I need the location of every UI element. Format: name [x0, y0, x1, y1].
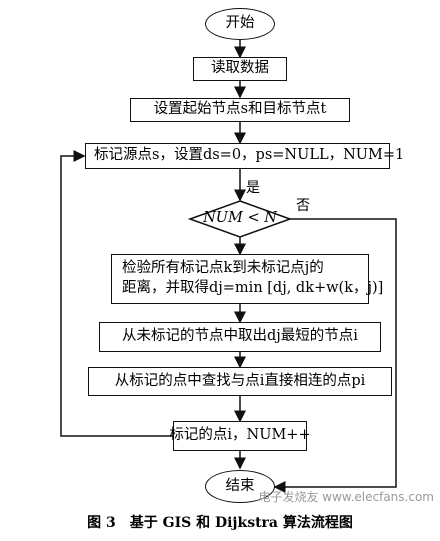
mark-source-box: 标记源点s，设置ds=0，ps=NULL，NUM=1: [85, 143, 404, 169]
check-distance-box: 检验所有标记点k到未标记点j的 距离，并取得dj=min [dj, dk+w(k…: [111, 254, 383, 304]
arrow-loop-back: [60, 150, 173, 437]
arrow-no-branch: [273, 218, 397, 493]
take-shortest-label: 从未标记的节点中取出dj最短的节点i: [122, 328, 358, 345]
start-terminal: 开始: [205, 8, 275, 40]
start-label: 开始: [225, 15, 255, 32]
check-line-2: 距离，并取得dj=min [dj, dk+w(k，j)]: [122, 280, 384, 296]
decision-diamond: [187, 200, 293, 238]
check-line-1: 检验所有标记点k到未标记点j的: [122, 260, 324, 277]
watermark: 电子发烧友 www.elecfans.com: [258, 490, 434, 504]
mark-point-box: 标记的点i，NUM++: [169, 421, 311, 451]
end-label: 结束: [225, 477, 255, 494]
end-terminal: 结束: [205, 470, 275, 503]
read-data-label: 读取数据: [211, 60, 269, 77]
read-data-box: 读取数据: [193, 57, 287, 81]
mark-source-label: 标记源点s，设置ds=0，ps=NULL，NUM=1: [94, 147, 405, 164]
set-nodes-box: 设置起始节点s和目标节点t: [130, 98, 350, 122]
find-adjacent-label: 从标记的点中查找与点i直接相连的点pi: [114, 372, 366, 389]
mark-point-label: 标记的点i，NUM++: [169, 427, 311, 444]
decision-label: NUM < N: [190, 209, 290, 229]
take-shortest-box: 从未标记的节点中取出dj最短的节点i: [99, 322, 381, 352]
find-adjacent-box: 从标记的点中查找与点i直接相连的点pi: [88, 367, 392, 396]
decision-text: NUM < N: [203, 210, 277, 227]
yes-label: 是: [246, 180, 260, 196]
set-nodes-label: 设置起始节点s和目标节点t: [153, 101, 327, 118]
figure-caption: 图 3 基于 GIS 和 Dijkstra 算法流程图: [87, 515, 353, 531]
no-label: 否: [296, 198, 310, 214]
